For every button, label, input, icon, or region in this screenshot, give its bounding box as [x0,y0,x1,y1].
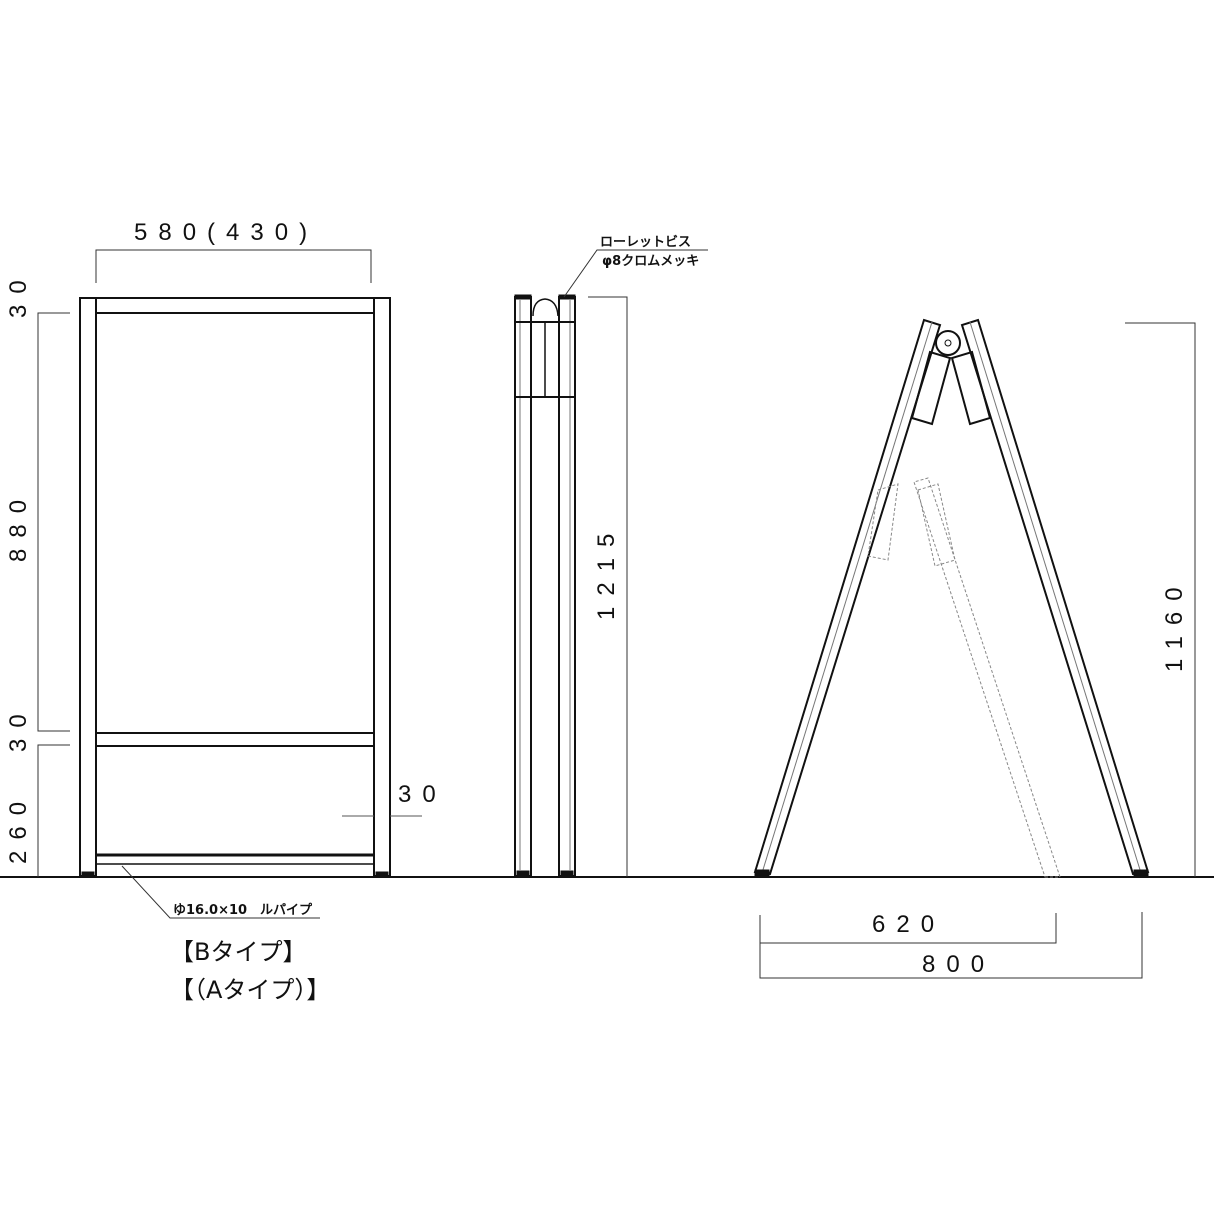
type-label-a: 【（Aタイプ）】 [170,976,331,1004]
width-dimension-line [95,249,372,283]
left-post [79,297,97,877]
front-view [37,249,422,919]
side-height-dimension: 1215 [593,523,620,620]
front-lower-height-dimension: 260 [5,791,32,864]
open-outer-width-dimension: 800 [922,951,995,978]
front-post-width-dimension: 30 [398,781,447,808]
front-top-rail-dimension: 30 [5,269,32,318]
knurled-screw-note: ローレットビス [600,234,691,250]
chrome-plating-note: φ8クロムメッキ [602,254,699,269]
side-view [514,249,708,878]
front-width-dimension: 580(430) [134,219,318,246]
pipe-note: ゆ16.0×10 ルパイプ [173,903,313,918]
open-inner-width-dimension: 620 [872,911,945,938]
right-post [373,297,391,877]
front-mid-rail-dimension: 30 [5,703,32,752]
front-panel-height-dimension: 880 [5,489,32,562]
open-height-dimension: 1160 [1161,576,1188,672]
type-label-b: 【Bタイプ】 [170,938,307,966]
open-view [753,318,1196,979]
